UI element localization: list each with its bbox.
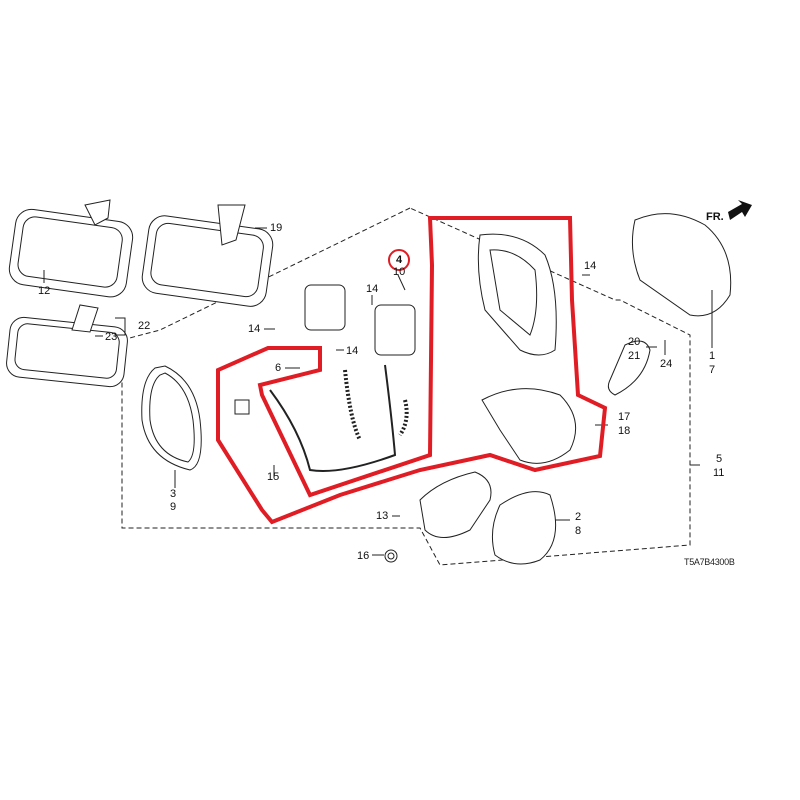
part-label-2[interactable]: 2 — [575, 511, 582, 523]
mirror-glass — [141, 365, 202, 471]
part-label-1[interactable]: 1 — [709, 350, 716, 362]
part-label-14[interactable]: 14 — [584, 260, 597, 272]
mirror-base — [419, 471, 492, 538]
part-label-19[interactable]: 19 — [270, 222, 283, 234]
diagram-code: T5A7B4300B — [684, 557, 735, 567]
part-label-9[interactable]: 9 — [170, 501, 177, 513]
part-label-10[interactable]: 10 — [393, 266, 406, 278]
part-label-22[interactable]: 22 — [138, 320, 151, 332]
turn-signal — [607, 340, 651, 396]
highlighted-part-number[interactable]: 4 — [388, 249, 410, 271]
part-label-14[interactable]: 14 — [366, 283, 379, 295]
lower-cover — [481, 388, 577, 464]
part-label-5[interactable]: 5 — [716, 453, 723, 465]
rearview-mirror-12 — [8, 199, 134, 298]
part-label-15[interactable]: 15 — [267, 471, 280, 483]
part-label-21[interactable]: 21 — [628, 350, 641, 362]
part-label-23[interactable]: 23 — [105, 331, 118, 343]
rearview-mirror-19 — [141, 204, 274, 307]
assembly-outline — [121, 207, 691, 566]
actuator-unit — [304, 284, 346, 331]
mirror-cap-2 — [491, 491, 557, 565]
part-label-24[interactable]: 24 — [660, 358, 673, 370]
part-label-8[interactable]: 8 — [575, 525, 582, 537]
nut-16 — [384, 549, 398, 563]
mirror-cover — [631, 213, 732, 317]
part-label-20[interactable]: 20 — [628, 336, 641, 348]
front-indicator: FR. — [706, 211, 724, 223]
part-label-14[interactable]: 14 — [248, 323, 261, 335]
highlight-outline-part-4 — [216, 216, 608, 525]
mirror-housing — [477, 233, 557, 356]
part-label-3[interactable]: 3 — [170, 488, 177, 500]
part-label-14[interactable]: 14 — [346, 345, 359, 357]
part-label-16[interactable]: 16 — [357, 550, 370, 562]
wiring-harness — [269, 364, 397, 472]
part-label-7[interactable]: 7 — [709, 364, 716, 376]
part-label-18[interactable]: 18 — [618, 425, 631, 437]
part-label-6[interactable]: 6 — [275, 362, 282, 374]
part-label-11[interactable]: 11 — [713, 467, 725, 479]
part-label-17[interactable]: 17 — [618, 411, 631, 423]
part-label-13[interactable]: 13 — [376, 510, 389, 522]
front-arrow-icon — [728, 200, 752, 220]
rearview-mirror-22 — [6, 304, 128, 388]
part-label-12[interactable]: 12 — [38, 285, 51, 297]
